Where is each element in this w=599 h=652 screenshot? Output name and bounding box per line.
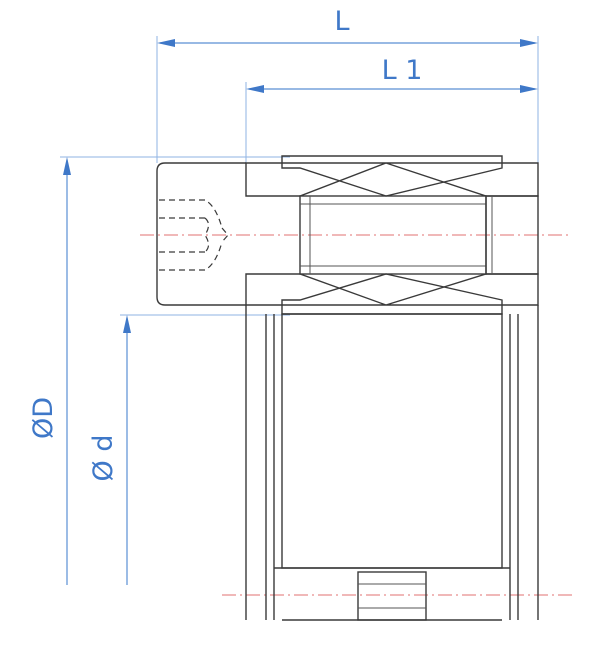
dimension-d: Ø d <box>88 314 290 585</box>
dimension-d-label: Ø d <box>88 435 119 482</box>
dimension-L: L <box>156 6 539 163</box>
hub-body <box>245 305 539 620</box>
dimension-L1: L 1 <box>245 55 538 163</box>
shaft-key <box>282 571 502 621</box>
screw-head <box>156 162 246 306</box>
dimension-D-label: ØD <box>28 397 59 439</box>
dimension-L-label: L <box>334 6 349 37</box>
dimension-D: ØD <box>28 156 290 585</box>
dimension-L1-label: L 1 <box>382 55 423 86</box>
